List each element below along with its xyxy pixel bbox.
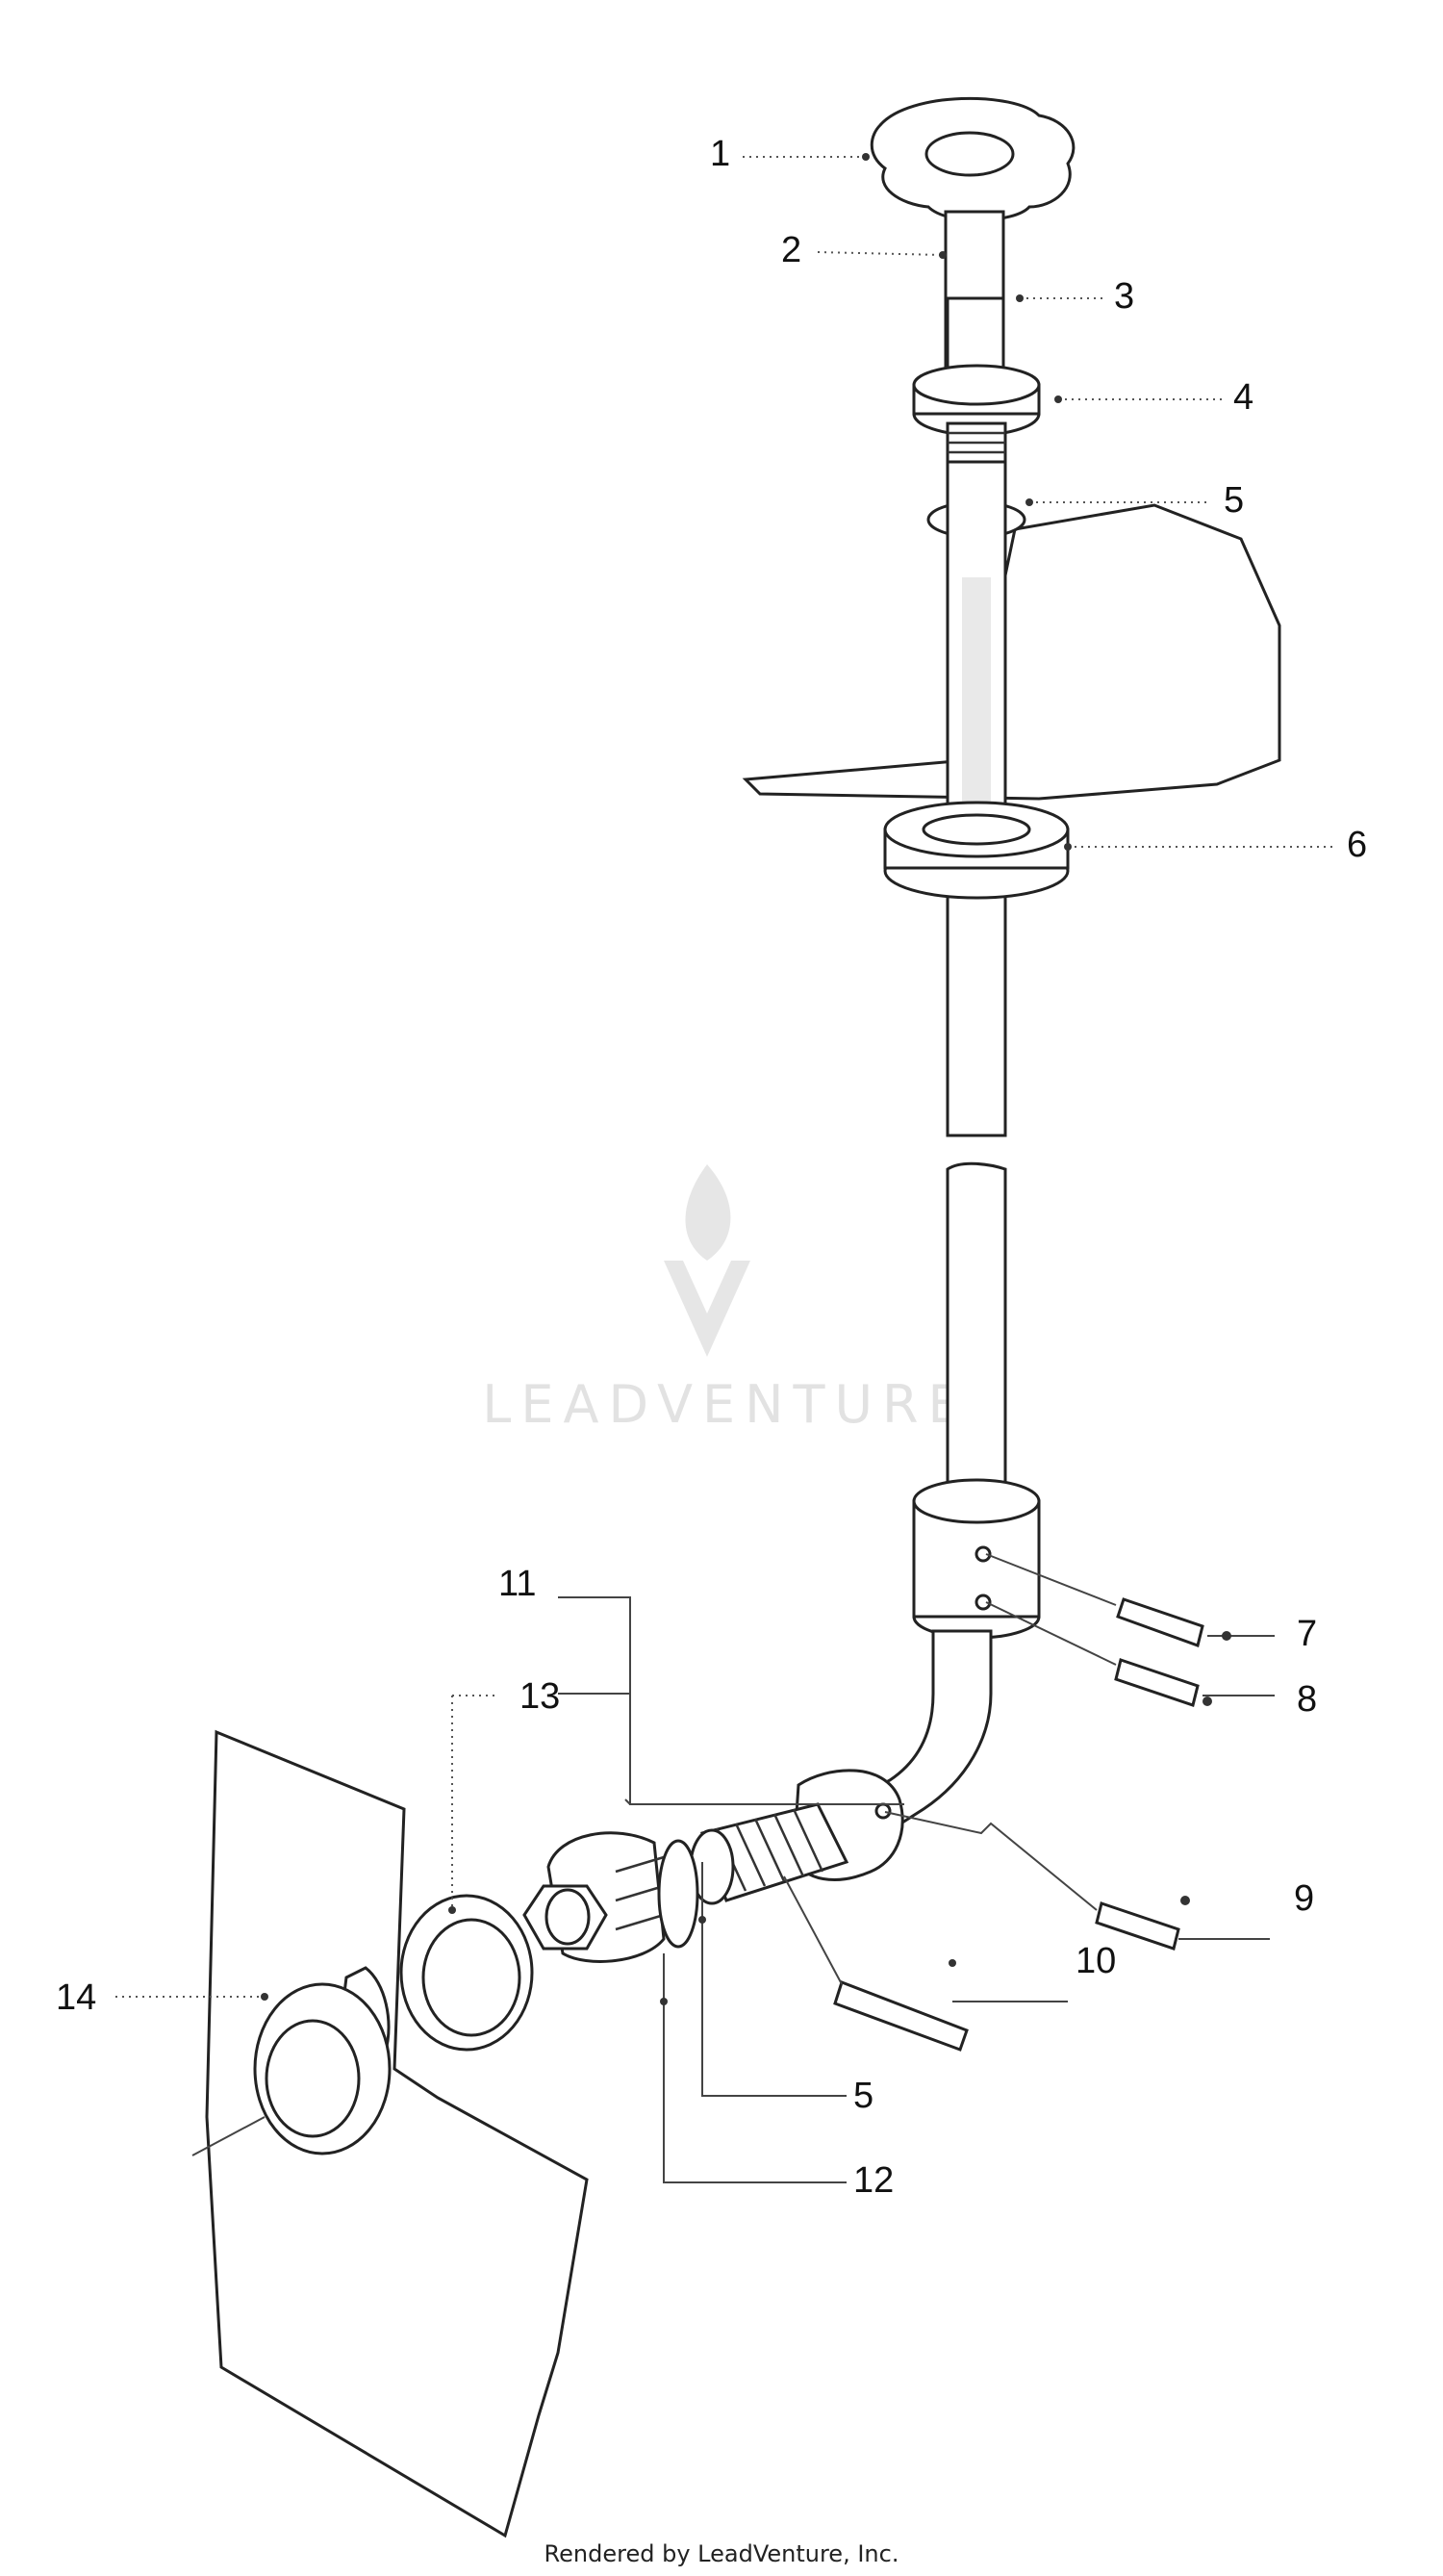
callout-1: 1: [710, 134, 730, 174]
watermark-text: LEADVENTURE: [482, 1374, 970, 1435]
callout-2: 2: [781, 230, 801, 270]
collar: [912, 364, 1041, 464]
footer-credit: Rendered by LeadVenture, Inc.: [544, 2540, 899, 2567]
callout-5-lower: 5: [853, 2076, 873, 2116]
callout-5-upper: 5: [1224, 480, 1244, 521]
leadventure-watermark: LEADVENTURE: [482, 1164, 970, 1435]
callout-4: 4: [1233, 377, 1253, 418]
lower-panel: [205, 1729, 589, 2538]
callout-14: 14: [56, 1977, 96, 2018]
callout-9: 9: [1294, 1878, 1314, 1919]
upper-panel: [742, 503, 1281, 801]
pin-8: [1114, 1658, 1200, 1707]
callout-6: 6: [1347, 825, 1367, 865]
leader-lines: [115, 156, 1332, 2183]
hex-fitting: [522, 1831, 699, 1963]
lower-tube: [946, 1161, 1007, 1503]
callout-labels: 1 2 3 4 5 6 7 8 9 10 11 13 14 5 12: [56, 134, 1367, 2201]
callout-7: 7: [1297, 1614, 1317, 1654]
coupler-sleeve: [912, 1478, 1041, 1640]
callout-11: 11: [498, 1564, 536, 1604]
leader-dots: [261, 153, 1231, 2005]
strainer-screen: [689, 1802, 849, 1905]
callout-12: 12: [853, 2160, 894, 2201]
upper-shaft: [944, 210, 1005, 387]
retaining-nut: [253, 1966, 392, 2155]
callout-13: 13: [519, 1676, 560, 1717]
callout-3: 3: [1114, 276, 1134, 317]
gasket-ring: [399, 1894, 534, 2052]
lock-nut: [883, 801, 1070, 900]
pin-9: [1095, 1901, 1180, 1951]
pin-7: [1116, 1597, 1204, 1647]
callout-10: 10: [1076, 1941, 1116, 1981]
knob: [870, 96, 1076, 222]
main-tube: [946, 460, 1007, 1137]
pin-10: [833, 1980, 969, 2052]
callout-8: 8: [1297, 1679, 1317, 1720]
flame-logo-icon: [664, 1164, 750, 1357]
